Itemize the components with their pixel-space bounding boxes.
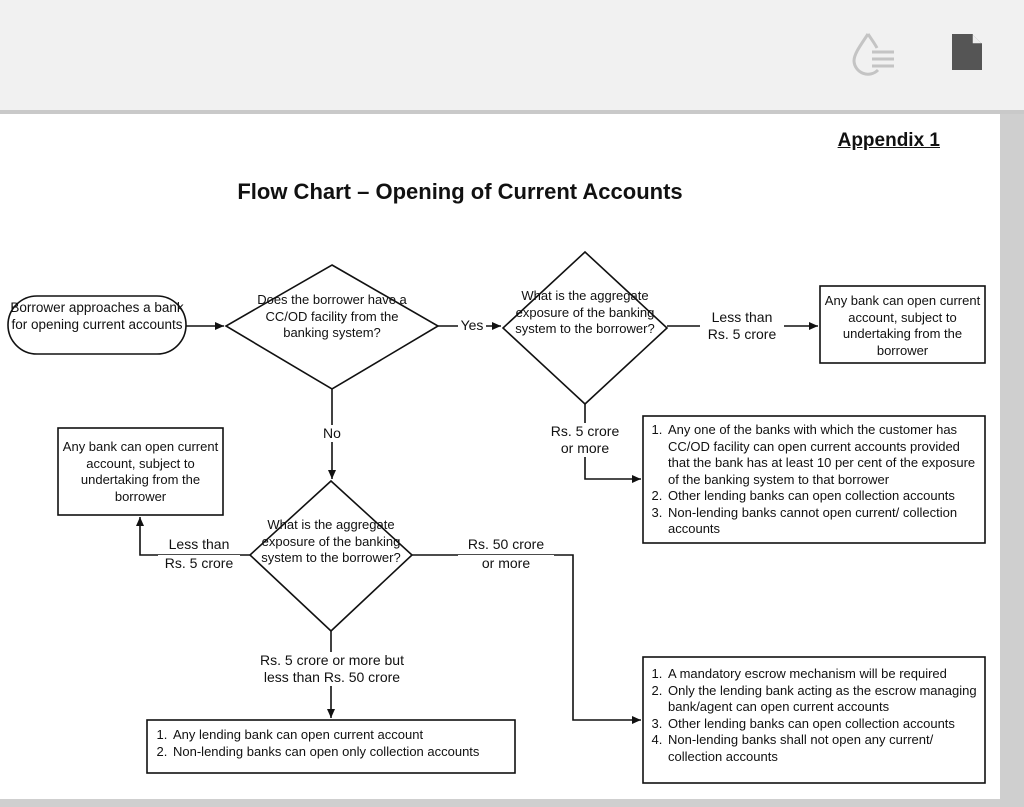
edge-rs50-more bbox=[412, 554, 641, 724]
list-item: Other lending banks can open collection … bbox=[666, 488, 980, 505]
list-item: Any lending bank can open current accoun… bbox=[171, 727, 511, 744]
ccod-5crore-box bbox=[642, 415, 986, 544]
list-item: Any one of the banks with which the cust… bbox=[666, 422, 980, 488]
edge-label-less5-top-2: Rs. 5 crore bbox=[700, 326, 784, 343]
edge-label-less5-top-1: Less than bbox=[700, 309, 784, 326]
any-bank-right-box bbox=[819, 285, 986, 364]
appendix-label: Appendix 1 bbox=[837, 130, 940, 151]
edge-label-less5-left-1: Less than bbox=[158, 536, 240, 553]
list-item: A mandatory escrow mechanism will be req… bbox=[666, 666, 980, 683]
edge-label-rs5-more-top-1: Rs. 5 crore bbox=[540, 423, 630, 440]
any-bank-right-text: Any bank can open current account, subje… bbox=[824, 293, 981, 358]
edge-label-rs5-to-50-2: less than Rs. 50 crore bbox=[246, 669, 418, 686]
edge-label-rs50-more-2: or more bbox=[458, 555, 554, 572]
50-more-list: A mandatory escrow mechanism will be req… bbox=[650, 666, 980, 765]
decision-exposure-bottom-text: What is the aggregate exposure of the ba… bbox=[261, 517, 401, 565]
edge-label-less5-left-2: Rs. 5 crore bbox=[158, 555, 240, 572]
5-to-50-list: Any lending bank can open current accoun… bbox=[155, 727, 511, 760]
edge-label-rs50-more-1: Rs. 50 crore bbox=[458, 536, 554, 553]
any-bank-left-text: Any bank can open current account, subje… bbox=[62, 439, 219, 504]
list-item: Non-lending banks shall not open any cur… bbox=[666, 732, 980, 765]
any-bank-left-box bbox=[57, 427, 224, 516]
chart-title: Flow Chart – Opening of Current Accounts bbox=[237, 179, 683, 204]
page-gutter bbox=[0, 799, 1000, 807]
start-node-shape bbox=[7, 295, 187, 355]
top-toolbar bbox=[0, 0, 1024, 114]
5-to-50-box bbox=[146, 719, 516, 774]
ccod-5crore-list: Any one of the banks with which the cust… bbox=[650, 422, 980, 538]
decision-exposure-top-text: What is the aggregate exposure of the ba… bbox=[515, 288, 655, 336]
scrollbar-track[interactable] bbox=[1000, 114, 1024, 807]
list-item: Only the lending bank acting as the escr… bbox=[666, 683, 980, 716]
edge-label-rs5-more-top-2: or more bbox=[540, 440, 630, 457]
list-item: Other lending banks can open collection … bbox=[666, 716, 980, 733]
document-page bbox=[0, 114, 1000, 799]
50-more-box bbox=[642, 656, 986, 784]
list-item: Non-lending banks cannot open current/ c… bbox=[666, 505, 980, 538]
edge-label-rs5-to-50-1: Rs. 5 crore or more but bbox=[246, 652, 418, 669]
start-node-text: Borrower approaches a bank for opening c… bbox=[10, 300, 184, 332]
ink-drop-lines-icon[interactable] bbox=[848, 30, 896, 78]
edge-label-no: No bbox=[318, 425, 346, 442]
edge-label-yes: Yes bbox=[458, 317, 486, 334]
document-icon[interactable] bbox=[950, 30, 998, 78]
list-item: Non-lending banks can open only collecti… bbox=[171, 744, 511, 761]
decision-ccod-text: Does the borrower have a CC/OD facility … bbox=[257, 292, 407, 340]
